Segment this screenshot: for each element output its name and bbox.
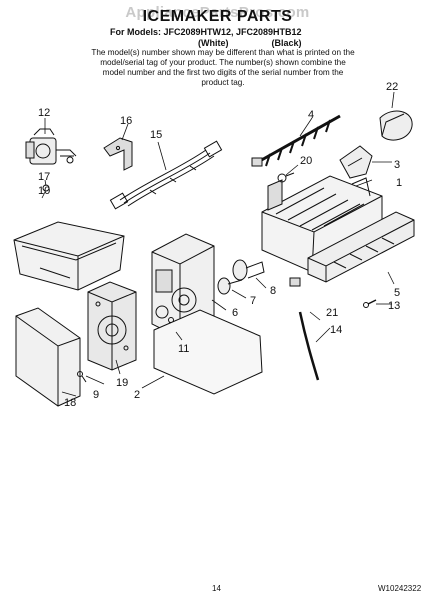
part-front-cover bbox=[15, 307, 81, 407]
callout-1: 1 bbox=[396, 177, 402, 189]
callout-4: 4 bbox=[308, 109, 314, 121]
part-ice-bin bbox=[13, 221, 125, 291]
part-screw-20 bbox=[277, 172, 295, 183]
callout-15: 15 bbox=[150, 129, 162, 141]
callout-20: 20 bbox=[300, 155, 312, 167]
callout-16: 16 bbox=[120, 115, 132, 127]
part-clip bbox=[289, 277, 301, 287]
callout-7: 7 bbox=[250, 295, 256, 307]
callout-11: 11 bbox=[178, 343, 189, 355]
part-ejector bbox=[251, 114, 341, 167]
callout-18: 18 bbox=[64, 397, 76, 409]
color-labels: (White) (Black) bbox=[198, 38, 302, 48]
part-wire-harness bbox=[109, 140, 223, 210]
callout-8: 8 bbox=[270, 285, 276, 297]
models-line: For Models: JFC2089HTW12, JFC2089HTB12 bbox=[110, 27, 302, 37]
part-heater bbox=[307, 211, 415, 283]
callout-10: 10 bbox=[38, 185, 50, 197]
part-water-valve bbox=[25, 128, 77, 165]
model-note: The model(s) number shown may be differe… bbox=[91, 48, 355, 87]
callout-14: 14 bbox=[330, 324, 342, 336]
page-title: ICEMAKER PARTS bbox=[142, 8, 293, 25]
part-shutoff-arm bbox=[339, 145, 373, 179]
callout-numbers: 1 2 3 4 5 6 7 8 9 10 11 12 13 14 15 16 1… bbox=[38, 81, 402, 409]
watermark: AppliancePartsPros.com bbox=[125, 4, 310, 21]
callout-17: 17 bbox=[38, 171, 50, 183]
part-gear bbox=[217, 277, 243, 295]
part-screw-13 bbox=[363, 299, 377, 308]
callout-2: 2 bbox=[134, 389, 140, 401]
part-motor bbox=[87, 281, 137, 371]
page-number: 14 bbox=[212, 584, 221, 593]
callout-5: 5 bbox=[394, 287, 400, 299]
part-bracket bbox=[103, 137, 133, 171]
document-number: W10242322 bbox=[378, 584, 422, 593]
part-coupler bbox=[232, 259, 265, 281]
part-screw-9 bbox=[77, 371, 87, 383]
callout-6: 6 bbox=[232, 307, 238, 319]
callout-9: 9 bbox=[93, 389, 99, 401]
color-white-label: (White) bbox=[198, 38, 229, 48]
callout-21: 21 bbox=[326, 307, 338, 319]
callout-22: 22 bbox=[386, 81, 398, 93]
part-cap bbox=[379, 110, 413, 141]
leader-lines bbox=[41, 91, 395, 397]
callout-3: 3 bbox=[394, 159, 400, 171]
color-black-label: (Black) bbox=[271, 38, 302, 48]
part-fill-tube bbox=[298, 311, 320, 381]
part-mounting-plate bbox=[153, 309, 263, 395]
callout-19: 19 bbox=[116, 377, 128, 389]
callout-13: 13 bbox=[388, 300, 400, 312]
callout-12: 12 bbox=[38, 107, 50, 119]
